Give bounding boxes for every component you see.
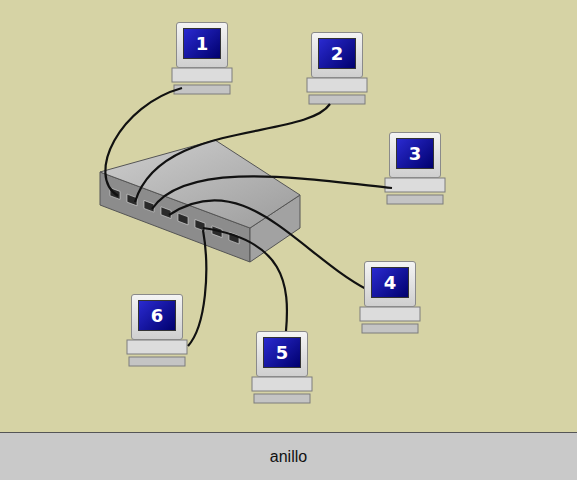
caption-bar [0,432,577,480]
hub-top [100,140,300,228]
computer-bodies [127,68,445,403]
cable [135,104,330,202]
computer-case [385,178,445,192]
computer-keyboard [387,195,443,204]
computer-number: 5 [276,344,289,362]
computer-keyboard [362,324,418,333]
computer-number: 4 [384,274,397,292]
computer-body [127,340,187,366]
computer-number: 1 [196,35,209,53]
computer-case [307,78,367,92]
background [0,0,577,432]
hub-port [178,213,188,225]
computer-keyboard [254,394,310,403]
computer-screen: 4 [371,267,409,298]
computer-body [360,307,420,333]
computer-screen: 5 [263,337,301,368]
computer-case [360,307,420,321]
computer-number: 6 [151,307,164,325]
computer-keyboard [309,95,365,104]
hub-port [144,200,154,212]
computer-screen: 1 [183,28,221,59]
computer-monitor: 4 [364,261,416,307]
cable [105,88,182,196]
computer-screen: 3 [396,138,434,169]
computer-monitor: 5 [256,331,308,377]
computer-number: 2 [331,45,344,63]
caption-bar-border [0,432,577,433]
cable [203,228,287,331]
computer-monitor: 6 [131,294,183,340]
computer-monitor: 1 [176,22,228,68]
computer-number: 3 [409,145,422,163]
cables [105,88,392,346]
cable [169,200,368,290]
caption: anillo [0,434,577,480]
computer-monitor: 2 [311,32,363,78]
computer-body [172,68,232,94]
computer-case [127,340,187,354]
computer-body [252,377,312,403]
computer-keyboard [174,85,230,94]
computer-screen: 2 [318,38,356,69]
computer-case [252,377,312,391]
hub-ports [110,188,239,244]
computer-body [307,78,367,104]
computer-monitor: 3 [389,132,441,178]
hub-port [161,207,171,219]
computer-case [172,68,232,82]
hub-port [195,219,205,231]
computer-keyboard [129,357,185,366]
computer-body [385,178,445,204]
computer-screen: 6 [138,300,176,331]
cable [188,230,206,346]
